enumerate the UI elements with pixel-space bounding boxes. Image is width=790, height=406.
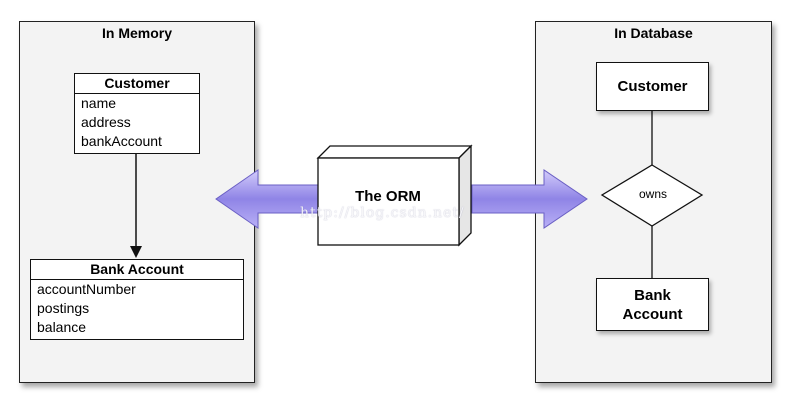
association-arrowhead [130, 246, 142, 258]
bank-account-class-box: Bank Account accountNumber postings bala… [30, 259, 244, 340]
bank-attr-balance: balance [37, 319, 87, 335]
customer-entity: Customer [596, 62, 709, 111]
bank-account-class-name: Bank Account [31, 260, 243, 280]
customer-attr-bankaccount: bankAccount [81, 133, 162, 149]
bank-attr-accountnumber: accountNumber [37, 281, 136, 297]
customer-attr-address: address [81, 114, 131, 130]
owns-diamond [600, 164, 704, 227]
in-database-title: In Database [614, 25, 693, 41]
orm-label: The ORM [355, 188, 421, 205]
in-memory-title: In Memory [101, 25, 172, 41]
customer-attr-name: name [81, 95, 117, 111]
left-arrow [215, 169, 319, 229]
bank-entity-line2: Account [622, 305, 683, 323]
customer-class-box: Customer name address bankAccount [74, 73, 200, 154]
bank-attr-postings: postings [37, 300, 90, 316]
bank-account-entity-label: Bank Account [623, 286, 683, 324]
bank-account-entity: Bank Account [596, 278, 709, 331]
watermark-text: http://blog.csdn.net/ [300, 205, 465, 221]
orm-cube [316, 144, 473, 247]
customer-class-name: Customer [75, 74, 199, 94]
customer-entity-label: Customer [617, 78, 688, 95]
bank-entity-line1: Bank [634, 286, 671, 304]
right-arrow [471, 169, 588, 229]
owns-label: owns [638, 187, 667, 201]
